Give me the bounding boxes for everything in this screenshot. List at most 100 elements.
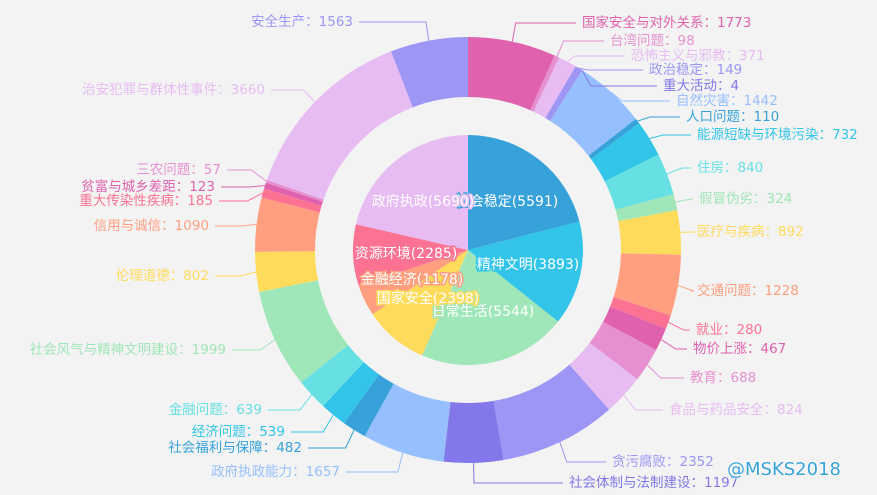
inner-slice[interactable] (355, 135, 468, 250)
label-line (610, 91, 670, 102)
outer-label: 自然灾害：1442 (676, 92, 778, 109)
outer-slice[interactable] (550, 70, 636, 156)
inner-label: 精神文明(3893) (477, 257, 580, 273)
label-line (646, 364, 684, 379)
outer-label: 信用与诚信：1090 (94, 218, 209, 234)
label-line (581, 69, 657, 87)
outer-label: 安全生产：1563 (251, 13, 353, 30)
label-line (219, 192, 264, 202)
outer-slice[interactable] (545, 66, 583, 121)
outer-slice[interactable] (615, 194, 678, 222)
inner-label: 社会稳定(5591) (456, 194, 559, 210)
label-line (556, 40, 604, 57)
outer-slice[interactable] (493, 364, 610, 461)
label-line (660, 339, 687, 350)
outer-label: 贫富与城乡差距：123 (81, 178, 215, 195)
outer-label: 人口问题：110 (686, 109, 779, 125)
outer-label: 社会福利与保障：482 (168, 440, 302, 456)
label-line (227, 169, 267, 182)
label-line (668, 321, 690, 331)
outer-slice[interactable] (604, 154, 674, 210)
outer-slice[interactable] (530, 55, 560, 112)
outer-slice[interactable] (569, 342, 638, 410)
outer-label: 国家安全与对外关系：1773 (582, 14, 751, 31)
outer-slice[interactable] (261, 188, 322, 213)
outer-slice[interactable] (391, 37, 468, 108)
outer-slice[interactable] (364, 383, 451, 462)
outer-slice[interactable] (613, 253, 681, 316)
outer-label: 物价上涨：467 (693, 341, 786, 357)
label-line (677, 284, 694, 292)
label-line (271, 89, 316, 103)
inner-slice[interactable] (372, 250, 468, 356)
outer-label: 经济问题：539 (192, 424, 285, 440)
outer-slice[interactable] (344, 374, 394, 437)
outer-label: 社会风气与精神文明建设：1999 (30, 342, 226, 358)
outer-slice[interactable] (468, 37, 555, 111)
outer-slice[interactable] (255, 251, 318, 292)
inner-slice[interactable] (468, 135, 580, 250)
outer-slice[interactable] (610, 297, 671, 329)
outer-slice[interactable] (264, 182, 323, 206)
outer-label: 教育：688 (690, 370, 756, 386)
label-line (291, 414, 334, 433)
inner-label: 国家安全(2398) (377, 290, 480, 307)
outer-slice[interactable] (603, 306, 666, 351)
inner-label: 金融经济(1178) (361, 272, 464, 288)
outer-label: 恐怖主义与邪教：371 (631, 47, 765, 64)
outer-label: 治安犯罪与群体性事件：3660 (82, 82, 265, 98)
label-line (221, 185, 266, 188)
label-line (232, 339, 276, 351)
outer-slice[interactable] (255, 197, 320, 252)
outer-label: 三农问题：57 (136, 162, 221, 178)
inner-label: 政府执政(5690) (372, 194, 475, 210)
label-line (308, 429, 355, 449)
outer-label: 贪污腐败：2352 (612, 454, 714, 470)
inner-label: 日常生活(5544) (432, 304, 535, 320)
outer-label: 金融问题：639 (169, 402, 262, 418)
label-line (359, 21, 430, 41)
outer-label: 台湾问题：98 (610, 32, 695, 49)
outer-label: 政府执政能力：1657 (211, 464, 340, 480)
outer-label: 食品与药品安全：824 (669, 401, 803, 418)
outer-slice[interactable] (533, 57, 576, 119)
label-line (473, 462, 563, 484)
outer-slice[interactable] (266, 51, 413, 200)
outer-slice[interactable] (259, 280, 349, 383)
outer-slice[interactable] (265, 179, 324, 202)
outer-slice[interactable] (588, 118, 640, 159)
outer-slice[interactable] (590, 123, 659, 182)
outer-slice[interactable] (443, 400, 504, 464)
outer-label: 政治稳定：149 (649, 62, 742, 78)
label-line (649, 134, 691, 140)
outer-label: 住房：840 (697, 160, 763, 176)
outer-slice[interactable] (323, 362, 379, 424)
watermark: @MSKS2018 (727, 459, 841, 480)
inner-slice[interactable] (358, 250, 468, 315)
label-line (675, 198, 693, 203)
outer-label: 伦理道德：802 (116, 268, 209, 284)
outer-slice[interactable] (589, 321, 657, 380)
inner-slice[interactable] (468, 221, 583, 322)
outer-slice[interactable] (549, 70, 583, 121)
outer-label: 能源短缺与环境污染：732 (697, 127, 858, 143)
label-line (637, 116, 680, 122)
label-line (666, 167, 691, 175)
outer-label: 医疗与疾病：892 (697, 224, 804, 240)
outer-label: 交通问题：1228 (697, 282, 799, 299)
inner-slice[interactable] (422, 250, 559, 365)
outer-slice[interactable] (618, 210, 681, 255)
label-line (578, 67, 643, 71)
outer-slice[interactable] (301, 345, 364, 407)
outer-label: 就业：280 (696, 322, 762, 338)
label-line (215, 271, 257, 277)
label-line (623, 394, 663, 411)
inner-slice[interactable] (353, 224, 468, 286)
outer-label: 重大传染性疾病：185 (79, 193, 213, 209)
outer-label: 重大活动：4 (663, 78, 739, 94)
label-line (215, 223, 257, 227)
label-line (511, 22, 576, 42)
outer-label: 社会体制与法制建设：1197 (569, 475, 738, 491)
